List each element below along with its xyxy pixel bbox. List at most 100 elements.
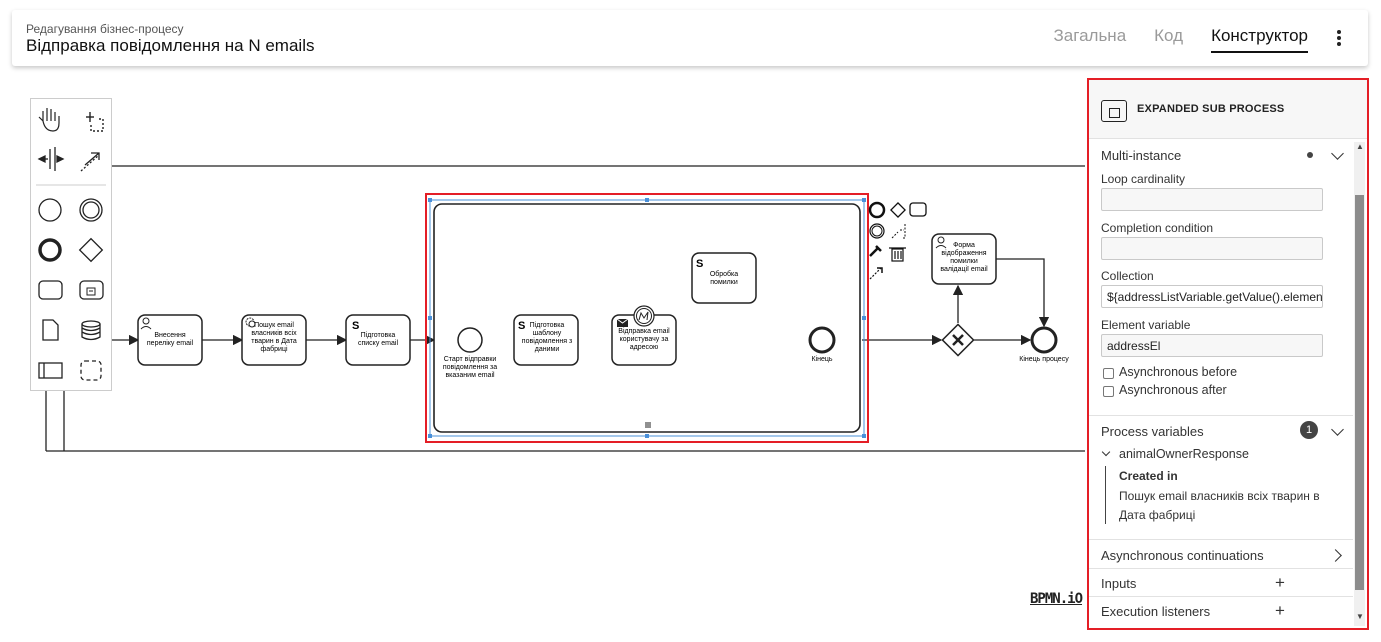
loop-cardinality-input[interactable] <box>1101 188 1323 211</box>
connect-tool-icon[interactable] <box>80 152 100 172</box>
inputs-group-title[interactable]: Inputs <box>1101 576 1137 591</box>
sub-start-event[interactable]: Старт відправки повідомлення за вказаним… <box>443 327 497 379</box>
async-before-checkbox[interactable] <box>1103 368 1114 379</box>
append-task-icon[interactable] <box>909 202 927 217</box>
lasso-tool-icon[interactable] <box>86 112 104 132</box>
created-in-label: Created in <box>1119 469 1178 483</box>
bpmn-canvas[interactable]: Внесення переліку email Пошук email влас… <box>0 0 1085 642</box>
event-label-line: повідомлення за <box>443 363 497 371</box>
chevron-right-icon[interactable] <box>1329 549 1342 562</box>
task-label-line: Внесення <box>154 332 186 339</box>
subprocess-icon[interactable] <box>79 280 104 300</box>
loop-cardinality-label: Loop cardinality <box>1101 172 1186 186</box>
scroll-down-icon[interactable]: ▼ <box>1356 612 1364 621</box>
chevron-down-icon[interactable] <box>1101 447 1111 457</box>
async-continuations-group-title[interactable]: Asynchronous continuations <box>1101 548 1264 563</box>
context-pad[interactable] <box>868 201 927 280</box>
multi-instance-group-title[interactable]: Multi-instance <box>1101 148 1182 163</box>
gateway-icon[interactable] <box>78 237 104 263</box>
task-label-line: Обробка <box>710 270 738 278</box>
wrench-icon[interactable] <box>869 245 882 257</box>
divider <box>1089 415 1353 416</box>
task-label-line: Підготовка <box>530 321 565 329</box>
process-end-event[interactable]: Кінець процесу <box>1019 326 1069 363</box>
sub-end-event[interactable]: Кінець <box>808 326 836 363</box>
task-search-owners[interactable]: Пошук email власників всіх тварин в Дата… <box>241 314 307 366</box>
task-prepare-template[interactable]: S Підготовка шаблону повідомлення з дани… <box>513 314 579 366</box>
panel-scrollbar-thumb[interactable] <box>1355 195 1364 590</box>
task-validation-form[interactable]: Форма відображення помилки валідації ema… <box>931 233 997 285</box>
trash-icon[interactable] <box>889 247 906 262</box>
group-icon[interactable] <box>80 360 102 381</box>
start-event-icon[interactable] <box>38 198 62 222</box>
task-prepare-list[interactable]: S Підготовка списку email <box>345 314 411 366</box>
space-tool-icon[interactable] <box>37 147 65 171</box>
task-label-line: адресою <box>630 344 659 351</box>
service-task-icon <box>245 317 256 328</box>
variable-indent-line <box>1105 466 1106 524</box>
connect-arrow-icon[interactable] <box>869 267 882 280</box>
palette-tools <box>36 108 106 381</box>
divider <box>1089 568 1353 569</box>
collection-input[interactable]: ${addressListVariable.getValue().element… <box>1101 285 1323 308</box>
exclusive-gateway[interactable] <box>941 323 975 357</box>
data-store-icon[interactable] <box>81 320 101 341</box>
hand-tool-icon[interactable] <box>38 108 60 132</box>
end-event-icon[interactable] <box>38 238 62 262</box>
task-icon[interactable] <box>38 280 63 300</box>
more-menu-icon[interactable] <box>1334 28 1344 48</box>
page-header: Редагування бізнес-процесу Відправка пов… <box>12 10 1368 66</box>
add-input-icon[interactable]: + <box>1275 573 1285 592</box>
tool-palette <box>30 98 112 391</box>
chevron-down-icon[interactable] <box>1331 423 1344 436</box>
subprocess-icon <box>1101 100 1127 122</box>
created-in-value-line: Дата фабриці <box>1119 508 1196 522</box>
bpmn-io-logo[interactable]: BPMN.iO <box>1030 591 1083 607</box>
task-label-line: Пошук email <box>254 322 294 329</box>
chevron-down-icon[interactable] <box>1331 147 1344 160</box>
execution-listeners-group-title[interactable]: Execution listeners <box>1101 604 1211 619</box>
text-annotation-icon[interactable] <box>891 224 906 239</box>
task-enter-list[interactable]: Внесення переліку email <box>137 314 203 366</box>
page-title: Відправка повідомлення на N emails <box>26 36 315 55</box>
parallel-marker-icon <box>645 422 651 428</box>
task-label-line: Форма <box>953 242 975 249</box>
intermediate-event-icon[interactable] <box>79 198 103 222</box>
script-task-icon: S <box>352 320 359 332</box>
divider <box>1089 596 1353 597</box>
task-label-line: шаблону <box>533 329 562 337</box>
tab-bar: Загальна Код Конструктор <box>1054 26 1308 53</box>
variables-count-badge: 1 <box>1300 421 1318 439</box>
divider <box>1089 539 1353 540</box>
event-label: Кінець <box>811 355 832 363</box>
completion-condition-input[interactable] <box>1101 237 1323 260</box>
error-boundary-event[interactable] <box>633 305 655 327</box>
task-label-line: користувачу за <box>620 336 669 343</box>
task-error-handling[interactable]: S Обробка помилки <box>691 252 757 304</box>
append-gateway-icon[interactable] <box>890 202 906 218</box>
tab-code[interactable]: Код <box>1154 26 1184 45</box>
task-send-email[interactable]: Відправка email користувачу за адресою <box>611 314 677 366</box>
tab-constructor[interactable]: Конструктор <box>1211 26 1308 53</box>
group-active-dot <box>1307 152 1313 158</box>
task-label-line: помилки <box>710 279 738 286</box>
user-task-icon <box>935 236 947 249</box>
append-end-event-icon[interactable] <box>868 201 886 219</box>
data-object-icon[interactable] <box>42 319 59 341</box>
add-listener-icon[interactable]: + <box>1275 601 1285 620</box>
pool-icon[interactable] <box>38 362 63 379</box>
task-label-line: Підготовка <box>361 331 396 339</box>
tab-general[interactable]: Загальна <box>1053 26 1127 45</box>
process-variables-group-title[interactable]: Process variables <box>1101 424 1204 439</box>
task-label-line: власників всіх <box>251 329 297 337</box>
completion-condition-label: Completion condition <box>1101 221 1214 235</box>
scroll-up-icon[interactable]: ▲ <box>1356 142 1364 151</box>
async-after-checkbox[interactable] <box>1103 386 1114 397</box>
properties-panel: EXPANDED SUB PROCESS Multi-instance Loop… <box>1087 78 1369 630</box>
task-label-line: валідації email <box>940 265 988 273</box>
resize-handles[interactable] <box>428 198 866 438</box>
subprocess-highlight <box>425 193 869 443</box>
element-variable-label: Element variable <box>1101 318 1191 332</box>
variable-name[interactable]: animalOwnerResponse <box>1119 447 1249 461</box>
element-variable-input[interactable]: addressEl <box>1101 334 1323 357</box>
